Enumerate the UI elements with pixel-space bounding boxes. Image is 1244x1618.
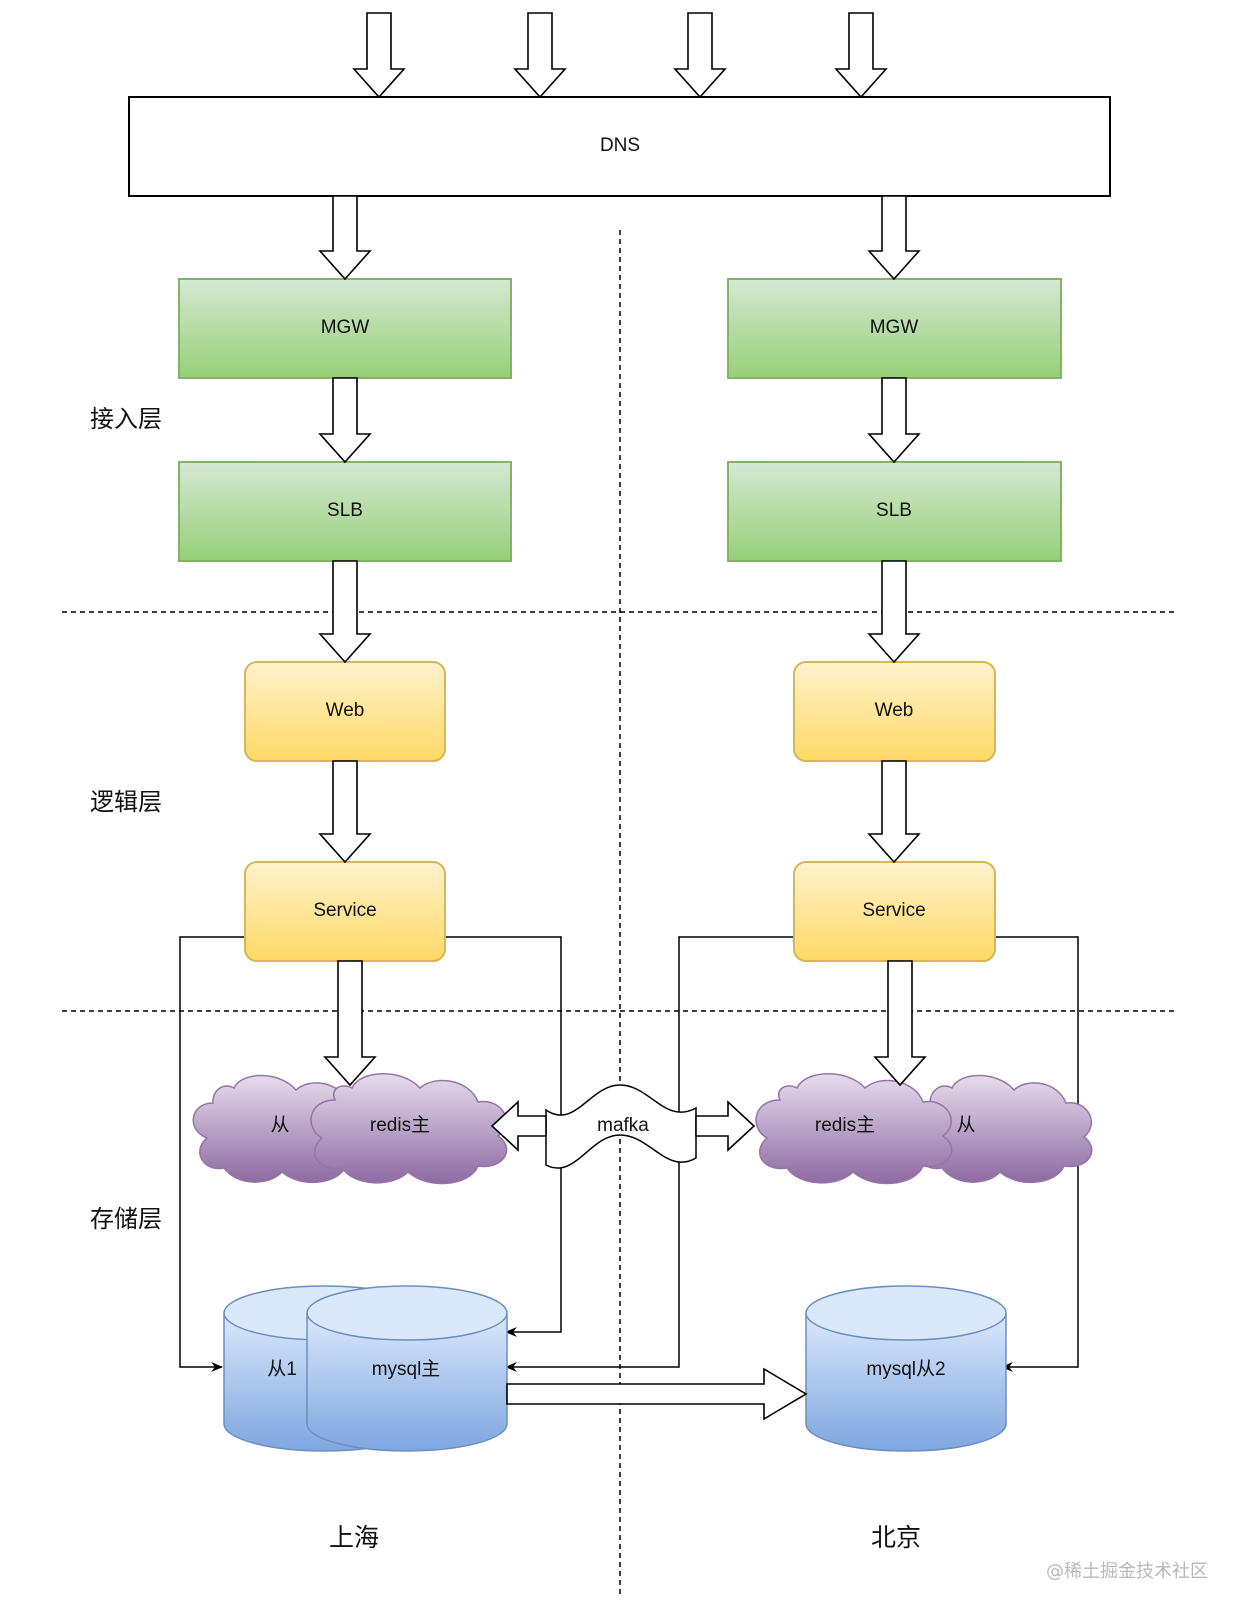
mafka-to-bj-redis-arrow <box>695 1100 756 1152</box>
sh-web-label: Web <box>326 700 365 721</box>
sh-dns-to-mgw-arrow <box>318 195 372 281</box>
bj-redis-slave-label: 从 <box>956 1115 975 1136</box>
mafka-to-sh-redis-arrow <box>490 1100 547 1152</box>
bj-slb-box: SLB <box>727 461 1062 562</box>
sh-mgw-box: MGW <box>178 278 512 379</box>
sh-slb-label: SLB <box>327 500 363 521</box>
watermark-text: @稀土掘金技术社区 <box>1046 1561 1208 1582</box>
shanghai-city-label: 上海 <box>329 1523 379 1552</box>
bj-mysql-slave-cylinder: mysql从2 <box>805 1285 1007 1452</box>
mafka-tape: mafka <box>545 1084 697 1169</box>
bj-web-to-service-arrow <box>867 760 921 864</box>
incoming-arrow-3 <box>673 12 727 99</box>
sh-redis-master-cloud: redis主 <box>310 1073 508 1185</box>
dns-box: DNS <box>128 96 1111 197</box>
bj-web-label: Web <box>875 700 914 721</box>
mafka-label: mafka <box>597 1115 649 1136</box>
bj-slb-to-web-arrow <box>867 560 921 664</box>
mysql-replication-arrow <box>506 1367 808 1421</box>
sh-mysql-slave-label: 从1 <box>267 1359 297 1380</box>
bj-mgw-to-slb-arrow <box>867 377 921 464</box>
bj-mgw-label: MGW <box>870 317 919 338</box>
bj-service-label: Service <box>862 900 925 921</box>
bj-slb-label: SLB <box>876 500 912 521</box>
sh-mysql-master-cylinder: mysql主 <box>306 1285 508 1452</box>
incoming-arrow-2 <box>513 12 567 99</box>
bj-dns-to-mgw-arrow <box>867 195 921 281</box>
flow-arrows <box>318 12 927 1421</box>
bj-web-box: Web <box>793 661 996 762</box>
beijing-city-label: 北京 <box>871 1523 921 1552</box>
access-layer-label: 接入层 <box>90 405 162 433</box>
sh-service-to-redis-arrow <box>323 960 377 1087</box>
sh-service-label: Service <box>313 900 376 921</box>
bj-redis-master-label: redis主 <box>815 1114 875 1136</box>
sh-mgw-to-slb-arrow <box>318 377 372 464</box>
sh-slb-box: SLB <box>178 461 512 562</box>
dns-label: DNS <box>600 135 640 156</box>
bj-redis-master-cloud: redis主 <box>755 1073 953 1185</box>
sh-web-to-service-arrow <box>318 760 372 864</box>
sh-service-box: Service <box>244 861 446 962</box>
incoming-arrow-4 <box>834 12 888 99</box>
sh-mysql-master-label: mysql主 <box>372 1358 441 1380</box>
bj-mgw-box: MGW <box>727 278 1062 379</box>
sh-web-box: Web <box>244 661 446 762</box>
sh-service-to-slave-line <box>179 936 245 1372</box>
sh-mgw-label: MGW <box>321 317 370 338</box>
sh-slb-to-web-arrow <box>318 560 372 664</box>
storage-layer-label: 存储层 <box>90 1205 162 1233</box>
logic-layer-label: 逻辑层 <box>90 788 162 816</box>
bj-mysql-slave-label: mysql从2 <box>866 1359 945 1380</box>
sh-redis-master-label: redis主 <box>370 1114 430 1136</box>
bj-service-to-redis-arrow <box>873 960 927 1087</box>
sh-redis-slave-label: 从 <box>270 1115 289 1136</box>
incoming-arrow-1 <box>352 12 406 99</box>
bj-service-box: Service <box>793 861 996 962</box>
